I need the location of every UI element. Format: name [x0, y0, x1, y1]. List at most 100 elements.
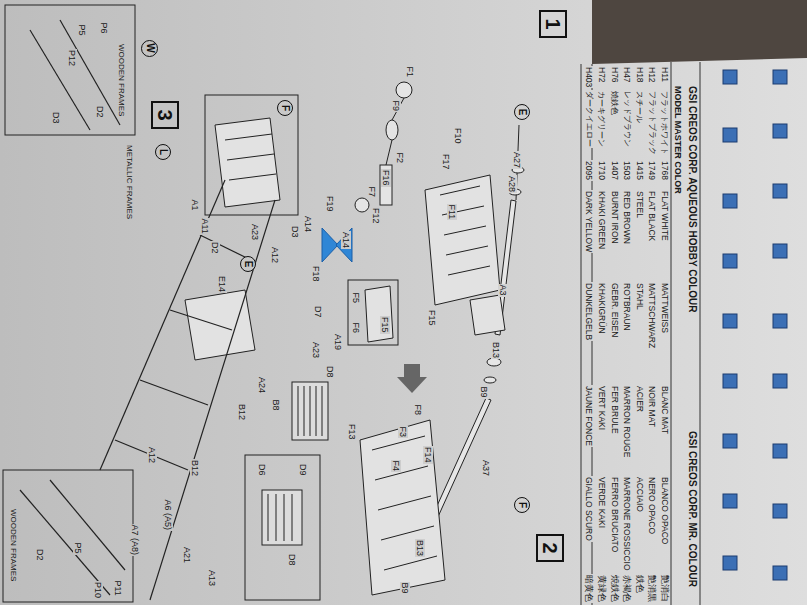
part-label: D3	[290, 225, 300, 239]
part-group-letter: W	[145, 43, 155, 52]
color-table-cell: フラットホワイト	[660, 90, 669, 156]
color-table-cell: FER BRULE	[609, 385, 619, 435]
color-table-cell: DUNKELGELB	[584, 282, 594, 341]
color-table-cell: 1503	[621, 160, 631, 181]
color-table-cell: H11	[659, 66, 669, 83]
part-label: A24	[257, 376, 267, 394]
part-label: A12	[270, 246, 280, 264]
color-table-cell: 赤褐色	[621, 574, 631, 603]
part-label: WOODEN FRAMES	[117, 43, 126, 117]
part-label: F5	[351, 292, 361, 305]
part-label: P5	[73, 542, 83, 555]
part-group-letter: F	[517, 502, 527, 508]
color-table-cell: VERT KAKI	[596, 385, 606, 431]
part-label: A14	[341, 231, 351, 249]
step-number: 2	[540, 542, 560, 553]
part-label: A11	[200, 218, 210, 235]
part-label: METALLIC FRAMES	[125, 144, 134, 220]
paint-icons	[723, 70, 787, 580]
part-label: F15	[380, 316, 390, 334]
color-table-cell: KHAKIGRÜN	[596, 282, 606, 335]
color-table-cell: H76	[609, 66, 619, 84]
color-table-cell: ACCIAIO	[634, 476, 644, 513]
part-label: F12	[371, 207, 381, 225]
part-label: F19	[325, 195, 335, 213]
color-table-cell: 黄緑色	[596, 574, 606, 603]
part-label: F3	[398, 426, 408, 439]
part-label: F10	[453, 127, 463, 145]
part-label: A7 (A8)	[130, 524, 140, 557]
color-table-cell: MATTSCHWARZ	[647, 282, 657, 349]
part-label: F14	[423, 446, 433, 464]
part-group-circle: L	[155, 144, 171, 160]
part-label: D3	[51, 111, 61, 125]
part-label: B12	[190, 459, 200, 477]
color-table-cell: MARRONE ROSSICCIO	[621, 476, 631, 572]
part-label: F8	[413, 404, 423, 417]
color-table-cell: 鉄色	[634, 574, 644, 594]
table-heading: GSI CREOS CORP. MR. COLOUR	[687, 430, 699, 588]
part-label: B9	[400, 582, 410, 595]
color-table-cell: H72	[596, 66, 606, 84]
part-label: D6	[257, 463, 267, 477]
color-table-cell: STEEL	[634, 190, 644, 219]
part-label: F7	[367, 186, 377, 199]
color-table-cell: 艶消白	[659, 574, 669, 603]
part-label: A13	[207, 569, 217, 587]
part-label: F13	[347, 423, 357, 441]
part-label: B8	[271, 399, 281, 412]
part-group-letter: E	[517, 109, 527, 116]
color-table-cell: レッドブラウン	[622, 90, 631, 148]
color-table-cell: FERRO BRUCIATO	[609, 476, 619, 553]
part-label: A1	[190, 199, 200, 212]
part-label: E14	[217, 275, 227, 293]
part-label: F15	[427, 309, 437, 327]
color-table-cell: 焼鉄色	[609, 574, 619, 603]
part-label: A19	[333, 333, 343, 351]
color-table-cell: 1415	[634, 160, 644, 181]
part-label: F17	[441, 153, 451, 171]
blue-part-figure	[322, 228, 352, 262]
part-group-circle: F	[277, 100, 293, 116]
part-label: F6	[351, 322, 361, 335]
panel-lines	[581, 62, 700, 605]
engine-step1	[425, 175, 505, 335]
part-label: P11	[113, 580, 123, 597]
part-label: A6 (A5)	[163, 499, 173, 532]
part-label: B13	[415, 539, 425, 557]
color-table-cell: VERDE KAKI	[596, 476, 606, 529]
color-table-cell: フラットブラック	[647, 90, 656, 156]
color-table-cell: GEBR. EISEN	[609, 282, 619, 338]
color-table-cell: ACIER	[634, 385, 644, 413]
part-label: D9	[298, 463, 308, 477]
part-label: F2	[395, 152, 405, 165]
color-table-cell: MARRON ROUGE	[621, 385, 631, 458]
part-label: A27	[512, 151, 522, 169]
part-label: F11	[447, 204, 457, 221]
part-label: A37	[481, 459, 491, 477]
part-label: WOODEN FRAMES	[9, 508, 18, 582]
part-label: P12	[67, 49, 77, 67]
color-table-cell: 暗黄色	[584, 574, 594, 603]
color-table-cell: 1749	[647, 160, 657, 181]
color-table-cell: 1407	[609, 160, 619, 181]
color-table-cell: スチール	[635, 90, 644, 124]
step-number-box: 2	[536, 534, 564, 562]
color-table-cell: JAUNE FONCE	[584, 385, 594, 447]
part-group-letter: L	[158, 149, 168, 155]
color-table-cell: NOIR MAT	[647, 385, 657, 428]
color-table-cell: FLAT BLACK	[647, 190, 657, 242]
chassis-frame	[20, 20, 275, 600]
color-table-cell: STAHL	[634, 282, 644, 311]
color-table-cell: カーキグリーン	[597, 90, 606, 148]
part-label: A21	[182, 546, 192, 564]
part-label: B13	[491, 341, 501, 359]
part-label: D8	[325, 365, 335, 379]
table-heading: MODEL MASTER COLOR	[673, 85, 683, 195]
part-label: P5	[77, 24, 87, 37]
part-label: B12	[237, 403, 247, 421]
table-background	[592, 0, 807, 64]
color-table-cell: KHAKI GREEN	[596, 190, 606, 250]
